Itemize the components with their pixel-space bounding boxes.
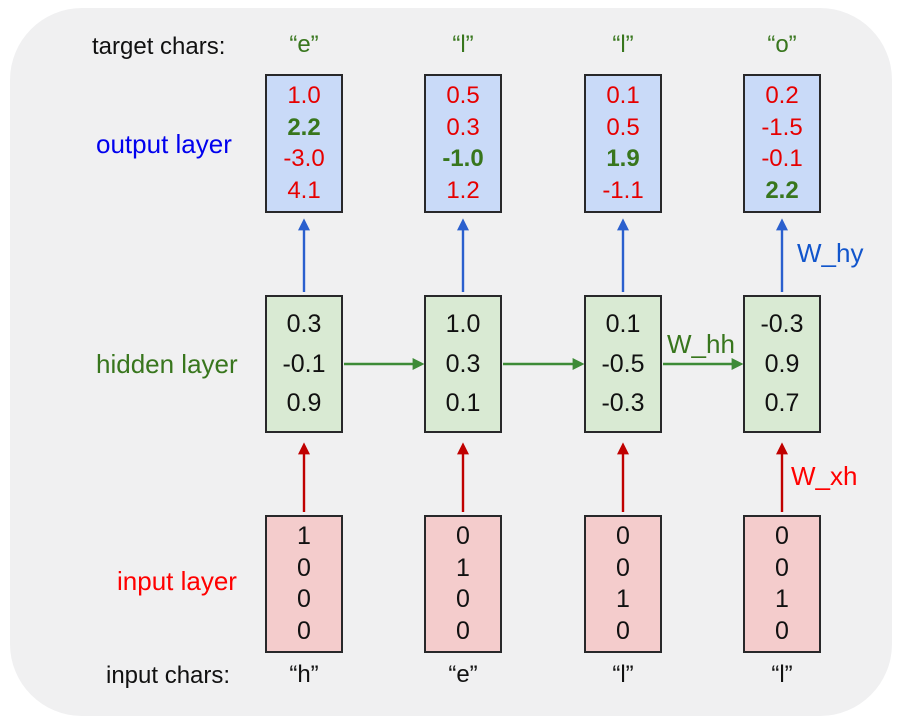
input-value: 0 xyxy=(616,553,630,582)
output-value: 0.5 xyxy=(606,113,640,141)
input-char: “h” xyxy=(289,661,319,688)
input-value: 0 xyxy=(775,521,789,550)
hidden-value: 0.7 xyxy=(764,389,800,418)
input-value: 0 xyxy=(456,521,470,550)
hidden-vector: 0.1 -0.5 -0.3 xyxy=(584,295,662,433)
output-value: -1.0 xyxy=(442,145,484,173)
hidden-value: 0.3 xyxy=(286,309,322,338)
input-value: 0 xyxy=(616,521,630,550)
output-value: 0.5 xyxy=(446,81,480,109)
input-value: 0 xyxy=(616,617,630,646)
hidden-value: 0.3 xyxy=(445,349,481,378)
hidden-value: 1.0 xyxy=(445,309,481,338)
target-char: “e” xyxy=(289,31,319,58)
input-vector: 0 1 0 0 xyxy=(424,515,502,653)
input-vector: 0 0 1 0 xyxy=(743,515,821,653)
input-char: “l” xyxy=(612,661,634,688)
input-char: “e” xyxy=(448,661,478,688)
output-vector: 0.5 0.3 -1.0 1.2 xyxy=(424,74,502,213)
hidden-value: 0.1 xyxy=(605,309,641,338)
hidden-vector: -0.3 0.9 0.7 xyxy=(743,295,821,433)
input-value: 0 xyxy=(775,553,789,582)
hidden-layer-label: hidden layer xyxy=(96,349,238,379)
output-value: 1.0 xyxy=(287,81,321,109)
output-value: 2.2 xyxy=(765,177,799,205)
input-value: 0 xyxy=(297,553,311,582)
target-char: “o” xyxy=(767,31,797,58)
input-value: 0 xyxy=(297,585,311,614)
output-value: 0.2 xyxy=(765,81,799,109)
input-value: 1 xyxy=(775,585,789,614)
target-char: “l” xyxy=(612,31,634,58)
output-value: 2.2 xyxy=(287,113,321,141)
input-char: “l” xyxy=(771,661,793,688)
weight-hh-label: W_hh xyxy=(667,329,735,359)
hidden-value: -0.3 xyxy=(601,389,645,418)
weight-xh-label: W_xh xyxy=(791,461,858,491)
hidden-vector: 0.3 -0.1 0.9 xyxy=(265,295,343,433)
output-vector: 0.2 -1.5 -0.1 2.2 xyxy=(743,74,821,213)
output-value: 0.3 xyxy=(446,113,480,141)
input-vector: 1 0 0 0 xyxy=(265,515,343,653)
output-value: -3.0 xyxy=(283,145,325,173)
hidden-value: 0.1 xyxy=(445,389,481,418)
output-value: 0.1 xyxy=(606,81,640,109)
output-layer-label: output layer xyxy=(96,129,232,159)
output-value: -1.5 xyxy=(761,113,803,141)
input-value: 1 xyxy=(616,585,630,614)
input-layer-label: input layer xyxy=(117,566,237,596)
hidden-value: -0.3 xyxy=(760,309,804,338)
input-chars-label: input chars: xyxy=(106,662,231,689)
input-value: 0 xyxy=(456,617,470,646)
hidden-value: 0.9 xyxy=(764,349,800,378)
output-vector: 1.0 2.2 -3.0 4.1 xyxy=(265,74,343,213)
input-vector: 0 0 1 0 xyxy=(584,515,662,653)
hidden-value: -0.5 xyxy=(601,349,645,378)
hidden-value: -0.1 xyxy=(282,349,326,378)
output-value: 1.9 xyxy=(606,145,640,173)
input-value: 0 xyxy=(775,617,789,646)
output-vector: 0.1 0.5 1.9 -1.1 xyxy=(584,74,662,213)
input-value: 1 xyxy=(456,553,470,582)
input-value: 0 xyxy=(456,585,470,614)
output-value: -0.1 xyxy=(761,145,803,173)
output-value: -1.1 xyxy=(602,177,644,205)
input-value: 0 xyxy=(297,617,311,646)
target-char: “l” xyxy=(452,31,474,58)
weight-hy-label: W_hy xyxy=(797,238,864,268)
output-value: 4.1 xyxy=(287,177,321,205)
input-value: 1 xyxy=(297,521,311,550)
target-chars-label: target chars: xyxy=(92,33,226,60)
output-value: 1.2 xyxy=(446,177,480,205)
hidden-vector: 1.0 0.3 0.1 xyxy=(424,295,502,433)
hidden-value: 0.9 xyxy=(286,389,322,418)
